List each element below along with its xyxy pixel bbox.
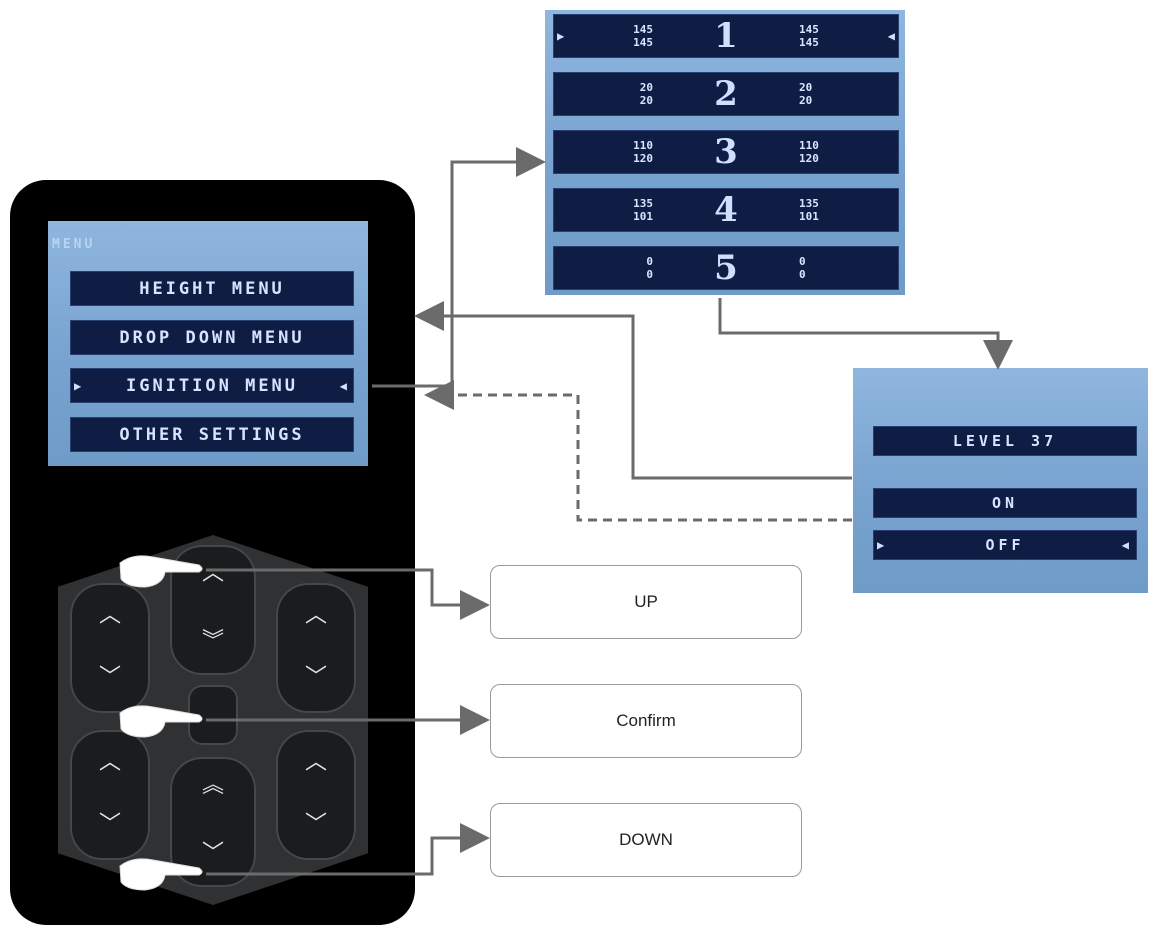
chevron-up-icon: ︿ xyxy=(304,750,328,775)
menu-item-label: DROP DOWN MENU xyxy=(119,327,305,348)
level-item[interactable]: LEVEL 37 xyxy=(873,426,1137,456)
preset-number: 2 xyxy=(714,74,738,114)
right-lower-key[interactable]: ︿ ﹀ xyxy=(276,730,356,860)
chevron-up-icon: ︿ xyxy=(201,561,225,586)
off-option[interactable]: ▶ OFF ◀ xyxy=(873,530,1137,560)
confirm-label-box: Confirm xyxy=(490,684,802,758)
left-lower-key[interactable]: ︿ ﹀ xyxy=(70,730,150,860)
double-chevron-down-icon: ︾ xyxy=(201,629,225,654)
chevron-up-icon: ︿ xyxy=(98,603,122,628)
selection-right-arrow-icon: ◀ xyxy=(1121,538,1133,552)
left-upper-key[interactable]: ︿ ﹀ xyxy=(70,583,150,713)
connector-down-key xyxy=(206,823,490,876)
connector-level-back-dashed xyxy=(424,380,852,522)
preset-number: 3 xyxy=(714,132,738,172)
up-label: UP xyxy=(634,592,658,611)
level-screen: LEVEL 37 ON ▶ OFF ◀ xyxy=(853,368,1148,593)
connector-preset-to-level xyxy=(718,298,1013,370)
off-option-label: OFF xyxy=(985,536,1025,554)
confirm-label: Confirm xyxy=(616,711,676,730)
double-chevron-up-icon: ︽ xyxy=(201,773,225,798)
preset-number: 1 xyxy=(714,16,738,56)
chevron-up-icon: ︿ xyxy=(98,750,122,775)
menu-title: MENU xyxy=(52,237,96,252)
selection-right-arrow-icon: ◀ xyxy=(339,378,350,393)
chevron-down-icon: ﹀ xyxy=(304,665,328,690)
on-option[interactable]: ON xyxy=(873,488,1137,518)
level-item-label: LEVEL 37 xyxy=(952,432,1058,450)
chevron-down-icon: ﹀ xyxy=(98,812,122,837)
preset-number: 4 xyxy=(714,190,738,230)
connector-up-key xyxy=(206,568,490,620)
menu-item-label: OTHER SETTINGS xyxy=(119,424,305,445)
chevron-up-icon: ︿ xyxy=(304,603,328,628)
on-option-label: ON xyxy=(991,494,1019,512)
chevron-down-icon: ﹀ xyxy=(98,665,122,690)
connector-level-back-solid xyxy=(414,301,852,480)
preset-number: 5 xyxy=(714,248,738,288)
pointing-hand-icon xyxy=(119,705,203,738)
menu-item-other-settings[interactable]: OTHER SETTINGS xyxy=(70,417,354,452)
main-menu-screen: MENU HEIGHT MENU DROP DOWN MENU ▶ IGNITI… xyxy=(48,221,368,466)
down-label: DOWN xyxy=(619,830,673,849)
menu-item-label: IGNITION MENU xyxy=(125,375,299,396)
up-label-box: UP xyxy=(490,565,802,639)
selection-left-arrow-icon: ▶ xyxy=(877,538,889,552)
down-label-box: DOWN xyxy=(490,803,802,877)
selection-right-arrow-icon: ◀ xyxy=(887,29,895,43)
menu-item-label: HEIGHT MENU xyxy=(139,278,285,299)
menu-item-height[interactable]: HEIGHT MENU xyxy=(70,271,354,306)
selection-left-arrow-icon: ▶ xyxy=(557,29,565,43)
chevron-down-icon: ﹀ xyxy=(304,812,328,837)
menu-item-drop-down[interactable]: DROP DOWN MENU xyxy=(70,320,354,355)
pointing-hand-icon xyxy=(119,555,203,588)
selection-left-arrow-icon: ▶ xyxy=(74,378,85,393)
right-upper-key[interactable]: ︿ ﹀ xyxy=(276,583,356,713)
pointing-hand-icon xyxy=(119,858,203,891)
menu-item-ignition[interactable]: ▶ IGNITION MENU ◀ xyxy=(70,368,354,403)
connector-ignition-to-preset xyxy=(372,147,546,388)
chevron-down-icon: ﹀ xyxy=(201,841,225,866)
